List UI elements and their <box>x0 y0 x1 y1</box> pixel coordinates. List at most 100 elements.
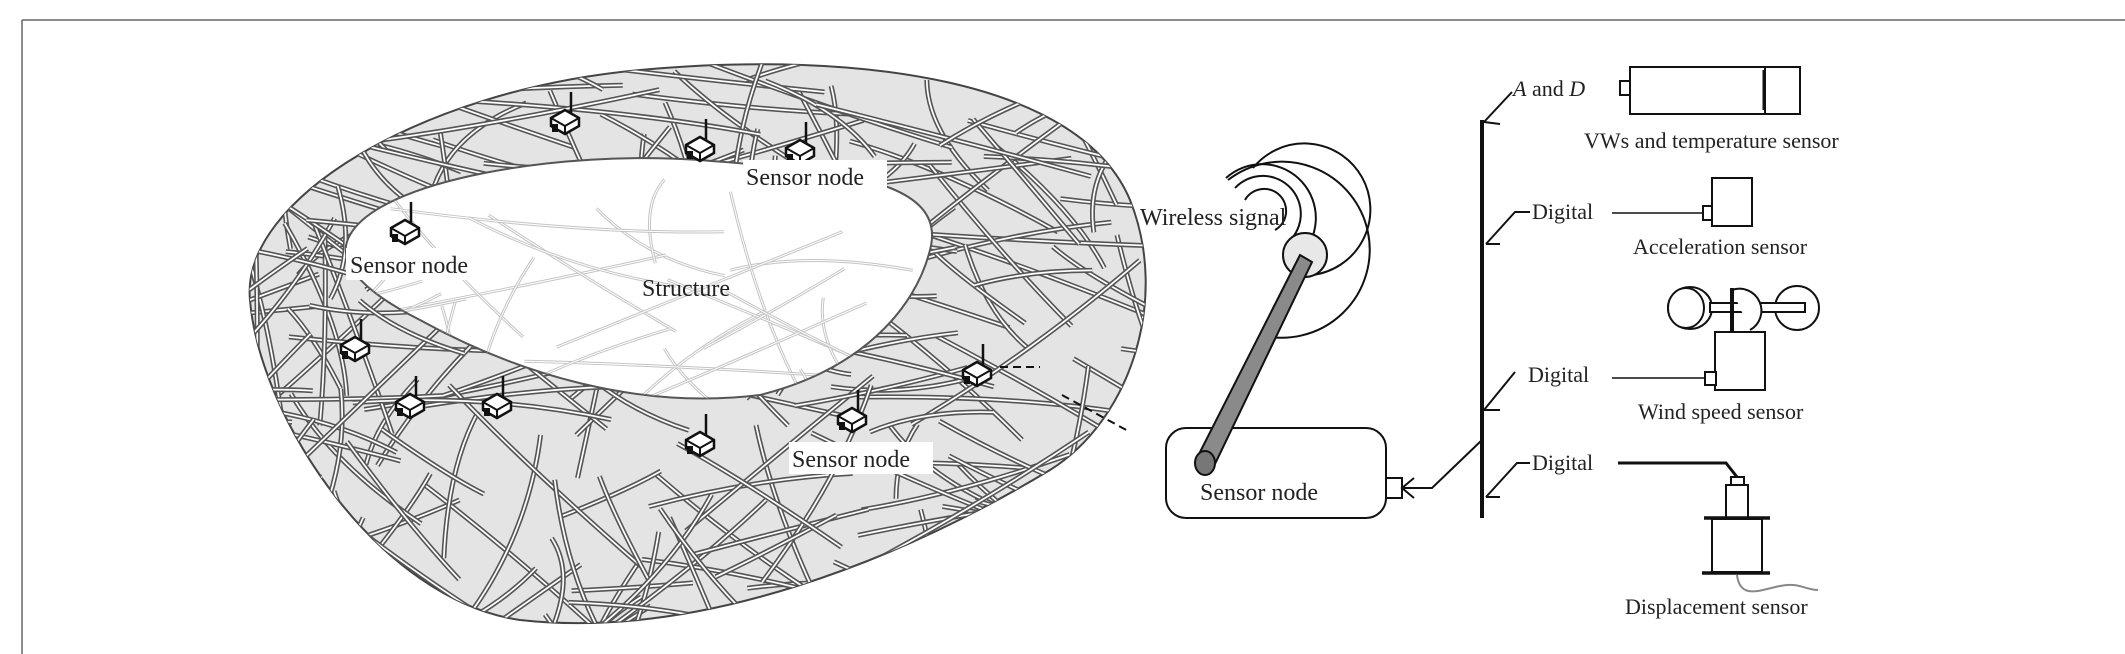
channel-signal-label: Digital <box>1528 362 1589 387</box>
lattice-member <box>715 514 837 578</box>
lattice-member <box>974 499 1146 602</box>
lattice-member <box>1111 64 1146 144</box>
lattice-member <box>249 537 404 624</box>
displacement-sensor-icon <box>1702 476 1819 593</box>
lattice-member <box>571 582 693 592</box>
lattice-member <box>550 537 565 624</box>
lattice-member <box>811 632 987 654</box>
lattice-member <box>761 384 873 583</box>
lattice-member <box>309 589 321 624</box>
lattice-member <box>884 569 1036 624</box>
lattice-member <box>553 479 624 624</box>
lattice-member <box>605 309 768 399</box>
lattice-member <box>1130 545 1146 555</box>
lattice-member <box>471 256 536 399</box>
lattice-member <box>283 222 348 396</box>
lattice-member <box>144 256 207 392</box>
lattice-member <box>1082 613 1146 624</box>
lattice-member <box>647 178 666 264</box>
lattice-member <box>1141 314 1146 334</box>
lattice-member <box>1060 197 1146 209</box>
lattice-member <box>648 179 665 264</box>
lattice-member <box>957 525 1102 600</box>
lattice-member <box>249 417 316 624</box>
structure-labels: Sensor node Sensor node Sensor node Stru… <box>346 160 933 474</box>
lattice-member <box>996 146 1106 269</box>
lattice-member <box>648 472 853 508</box>
lattice-member <box>692 508 869 556</box>
lattice-member <box>524 360 826 377</box>
lattice-member <box>663 348 772 399</box>
lattice-member <box>659 508 789 624</box>
lattice-member <box>901 588 957 624</box>
lattice-member <box>869 411 994 433</box>
lattice-member <box>817 601 1091 624</box>
lattice-member <box>266 529 329 593</box>
lattice-member <box>948 69 1127 90</box>
lattice-member <box>353 552 382 624</box>
lattice-member <box>458 64 604 91</box>
channel-displacement: Digital Displacement sensor <box>1532 450 1819 619</box>
lattice-member <box>249 417 293 441</box>
lattice-member <box>249 566 278 624</box>
lattice-member <box>911 259 1141 426</box>
lattice-member <box>556 230 844 349</box>
lattice-member <box>944 589 1146 624</box>
lattice-member <box>945 590 1146 624</box>
lattice-member <box>948 70 1127 89</box>
lattice-member <box>318 235 327 426</box>
lattice-member <box>390 208 724 233</box>
lattice-member <box>1129 575 1146 624</box>
vibrating-wire-sensor-icon <box>1619 66 1801 115</box>
lattice-member <box>472 257 535 399</box>
lattice-member <box>381 428 485 495</box>
channel-signal-label: A and D <box>1511 76 1585 101</box>
lattice-member <box>249 578 318 624</box>
lattice-member <box>571 562 639 624</box>
lattice-member <box>354 553 380 624</box>
lattice-member <box>883 568 1037 624</box>
lattice-member <box>1004 610 1084 624</box>
lattice-member <box>973 269 1093 287</box>
lattice-member <box>430 299 458 399</box>
lattice-member <box>663 347 772 399</box>
lattice-member <box>249 475 317 536</box>
anemometer-icon <box>1667 285 1820 391</box>
lattice-member <box>972 118 1080 245</box>
lattice-member <box>1095 620 1146 624</box>
sensor-node-label: Sensor node <box>746 165 864 191</box>
lattice-member <box>249 418 315 623</box>
lattice-member <box>729 258 914 272</box>
lattice-member <box>249 64 280 254</box>
lattice-member <box>593 302 867 399</box>
lattice-member <box>811 632 987 654</box>
lattice-member <box>593 301 868 399</box>
channel-signal-label: Digital <box>1532 450 1593 475</box>
lattice-member <box>1128 573 1146 624</box>
lattice-member <box>249 64 282 254</box>
lattice-member <box>973 498 1146 603</box>
lattice-member <box>249 404 398 454</box>
lattice-member <box>345 279 423 308</box>
lattice-member <box>272 103 388 151</box>
lattice-member <box>314 226 394 435</box>
lattice-member <box>249 64 362 153</box>
lattice-member <box>249 579 317 624</box>
lattice-member <box>1025 523 1146 546</box>
lattice-member <box>929 164 1073 327</box>
channel-wind-speed: Digital Wind speed sensor <box>1528 285 1820 424</box>
lattice-member <box>947 453 1146 568</box>
lattice-member <box>249 247 309 316</box>
sensor-label: Acceleration sensor <box>1633 234 1808 259</box>
lattice-member <box>848 595 1116 624</box>
lattice-member <box>524 359 826 377</box>
lattice-member <box>598 475 650 580</box>
lattice-member <box>200 332 216 404</box>
lattice-member <box>277 504 318 624</box>
lattice-member <box>249 536 405 624</box>
lattice-member <box>826 563 888 624</box>
lattice-member <box>799 368 831 399</box>
channel-signal-label: Digital <box>1532 199 1593 224</box>
lattice-member <box>1069 518 1146 554</box>
lattice-member <box>0 59 236 70</box>
